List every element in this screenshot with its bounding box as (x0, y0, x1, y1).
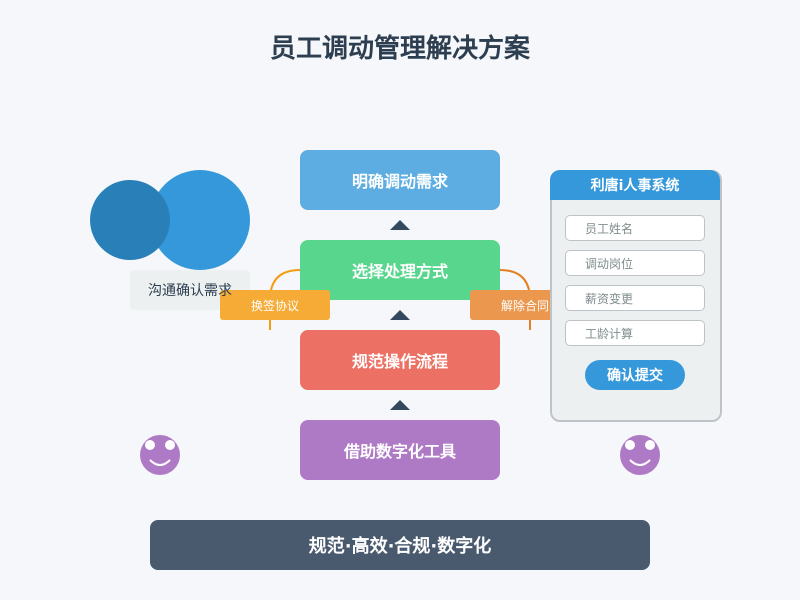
arrow-up-icon (390, 220, 410, 230)
submit-button[interactable]: 确认提交 (585, 360, 685, 390)
communication-label: 沟通确认需求 (148, 283, 232, 299)
page-title: 员工调动管理解决方案 (269, 34, 530, 64)
hr-system-title: 利唐i人事系统 (550, 170, 720, 200)
arrow-up-icon (390, 310, 410, 320)
field-salary-change[interactable]: 薪资变更 (565, 285, 705, 311)
smiley-face-icon (620, 435, 660, 475)
field-employee-name[interactable]: 员工姓名 (565, 215, 705, 241)
smiley-face-icon (140, 435, 180, 475)
step-choose-method: 选择处理方式 (300, 240, 500, 300)
communication-circle-small (90, 180, 170, 260)
field-transfer-position[interactable]: 调动岗位 (565, 250, 705, 276)
footer-banner: 规范·高效·合规·数字化 (150, 520, 650, 570)
step-define-request: 明确调动需求 (300, 150, 500, 210)
option-tag-resign-agreement: 换签协议 (220, 290, 330, 320)
arrow-up-icon (390, 400, 410, 410)
step-standard-process: 规范操作流程 (300, 330, 500, 390)
field-seniority-calc[interactable]: 工龄计算 (565, 320, 705, 346)
step-digital-tools: 借助数字化工具 (300, 420, 500, 480)
